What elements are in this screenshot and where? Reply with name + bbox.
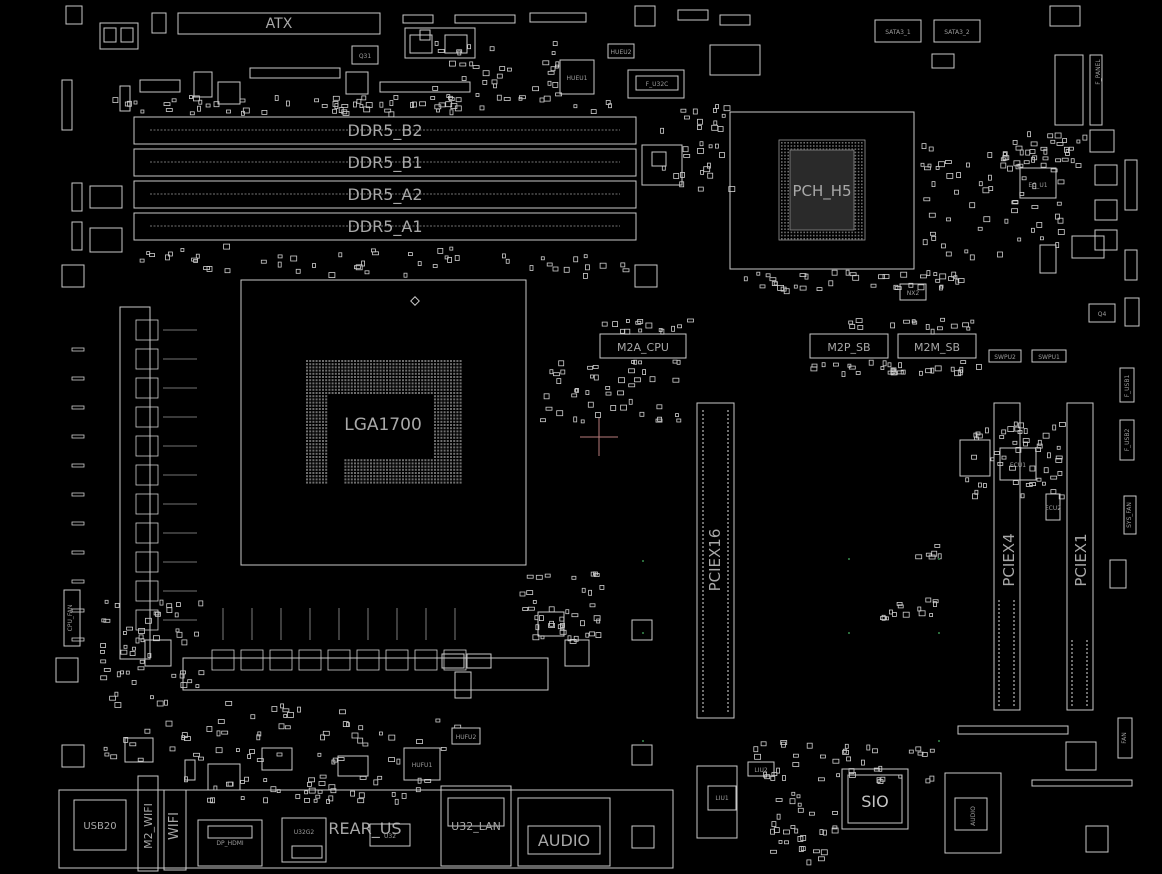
hueu1-label: HUEU1 [567,75,588,82]
ecu2-label: ECU2 [1045,505,1061,512]
sio-chip: SIO [841,768,909,830]
wifi-label: WIFI [167,812,182,840]
swpu2-label: SWPU2 [994,354,1016,361]
usb20-label: USB20 [83,821,116,832]
sata-2-label: SATA3_2 [944,29,970,36]
q31-label: Q31 [359,53,372,60]
left-edge-components: CPU_FAN [55,589,154,768]
m2m-sb-label: M2M_SB [914,341,960,354]
top-left-components: Q31 [61,5,587,131]
pciex16-label: PCIEX16 [706,529,724,592]
audio-jack-label: AUDIO [538,831,590,850]
ecu1-label: ECU1 [1010,462,1026,469]
m2a-cpu-slot: M2A_CPU [599,333,687,359]
ddr5-a2-label: DDR5_A2 [347,185,422,205]
m2p-sb-slot: M2P_SB [809,333,889,359]
sata-1-label: SATA3_1 [885,29,911,36]
swpu1-label: SWPU1 [1038,354,1060,361]
pch-right-components: EC_U1 NX2 Q4 [899,167,1140,327]
dp-hdmi-label: DP_HDMI [216,840,244,847]
audio-codec-label: AUDIO [970,806,977,826]
vrm-bottom-row [182,608,549,699]
cpu-fan-label: CPU_FAN [67,605,74,632]
ecu-chips: ECU1 ECU2 [957,439,1069,735]
sio-label: SIO [861,792,888,811]
nx2-label: NX2 [907,290,920,297]
liu1-label: LIU1 [715,795,729,802]
liu2-label: LIU2 [754,767,768,774]
pciex4-label: PCIEX4 [1000,533,1018,586]
u32-label: U32 [384,833,396,840]
pciex4-slot: PCIEX4 [993,402,1021,711]
hueu2-chip: HUEU2 [607,43,635,59]
vrm-left-column [71,306,197,667]
m2a-cpu-label: M2A_CPU [617,341,669,354]
dimm-side-components [61,144,683,288]
f-panel-label: F_PANEL [1095,59,1102,85]
bottom-right-components: LIU1 LIU2 [696,741,1133,853]
f-usb2-label: F_USB2 [1124,429,1131,452]
pch-chipset: PCH_H5 [729,111,915,270]
ec-u1-label: EC_U1 [1028,182,1047,189]
audio-codec: AUDIO [944,772,1002,854]
center-crosshair-marker [580,418,618,456]
pciex1-label: PCIEX1 [1072,533,1090,586]
top-right-components: SATA3_1 SATA3_2 F_PANEL [634,5,1138,281]
bottom-middle-components: HUFU1 HUFU2 [184,611,653,791]
f-u32c-label: F_U32C [646,81,669,88]
ddr5-b2-slot: DDR5_B2 [133,116,637,145]
q4-label: Q4 [1098,311,1107,318]
ddr5-b1-slot: DDR5_B1 [133,148,637,177]
atx-label: ATX [266,16,293,32]
u32g2-label: U32G2 [294,829,315,836]
u32-lan-label: U32_LAN [451,820,501,833]
hufu1-label: HUFU1 [412,762,433,769]
f-usb1-label: F_USB1 [1124,375,1131,398]
rear-io-panel: USB20 M2_WIFI WIFI DP_HDMI U32G2 REAR_US… [58,775,674,872]
m2p-sb-label: M2P_SB [827,341,870,354]
pciex16-slot: PCIEX16 [696,402,735,719]
sys-fan-label: SYS_FAN [1126,502,1133,528]
fan-label: FAN [1121,732,1128,744]
swpu-components: SWPU2 SWPU1 [988,349,1067,363]
pciex1-slot: PCIEX1 [1066,402,1094,711]
ddr5-a1-slot: DDR5_A1 [133,212,637,241]
ddr5-b1-label: DDR5_B1 [347,153,422,173]
hueu2-label: HUEU2 [611,49,632,56]
cpu-socket: LGA1700 [240,279,527,566]
m2-wifi-label: M2_WIFI [142,803,155,849]
ddr5-b2-label: DDR5_B2 [347,121,422,141]
ddr5-a2-slot: DDR5_A2 [133,180,637,209]
m2m-sb-slot: M2M_SB [897,333,977,359]
ddr5-a1-label: DDR5_A1 [347,217,422,237]
f-u32c-connector: F_U32C [627,69,685,99]
hufu2-label: HUFU2 [456,734,477,741]
pch-label: PCH_H5 [792,182,851,201]
lga1700-label: LGA1700 [344,415,422,435]
right-edge-headers: F_USB1 F_USB2 SYS_FAN FAN [1109,367,1137,759]
hueu1-chip: HUEU1 [559,59,595,95]
atx-power-connector: ATX [177,12,381,35]
